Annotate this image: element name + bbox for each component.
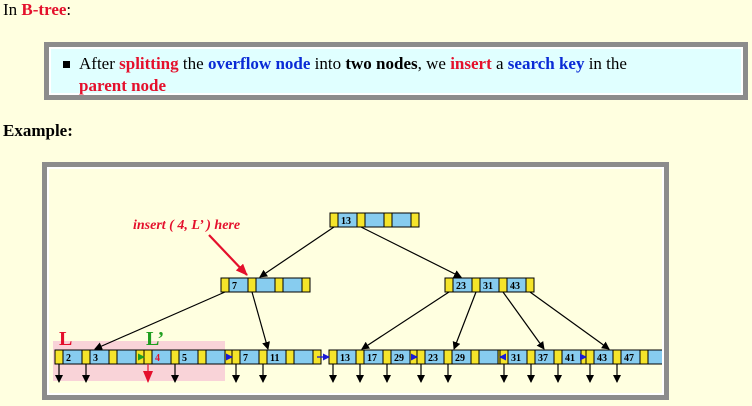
note-content: After splitting the overflow node into t… bbox=[49, 47, 743, 95]
leaf-Lprime-key-0: 4 bbox=[155, 353, 160, 364]
leaf-43-pointer-2 bbox=[639, 349, 649, 365]
leaf-13-pointer-1 bbox=[355, 349, 365, 365]
note-splitting: splitting bbox=[119, 54, 179, 73]
leaf-L-pointer-2 bbox=[108, 349, 118, 365]
leaf-31-key-2: 41 bbox=[565, 353, 575, 364]
leaf-43-pointer-1 bbox=[612, 349, 622, 365]
root-node-pointer-2 bbox=[383, 212, 393, 228]
left-internal-node-pointer-3 bbox=[301, 277, 311, 293]
example-label: Example: bbox=[3, 121, 73, 140]
note-text-1: After bbox=[79, 54, 120, 73]
edge-right-43 bbox=[529, 291, 610, 350]
right-internal-node-pointer-0 bbox=[444, 277, 454, 293]
note-box: After splitting the overflow node into t… bbox=[44, 42, 748, 100]
leaf-13-key-1: 17 bbox=[367, 353, 377, 364]
leaf-L-pointer-1 bbox=[81, 349, 91, 365]
leaf-43-key-1: 47 bbox=[624, 353, 634, 364]
left-internal-node-pointer-2 bbox=[274, 277, 284, 293]
left-internal-node-key-0: 7 bbox=[232, 281, 237, 292]
note-text-11: in the bbox=[584, 54, 627, 73]
root-node-pointer-0 bbox=[329, 212, 339, 228]
note-parent-node: parent node bbox=[79, 76, 167, 95]
right-internal-node-key-1: 31 bbox=[483, 281, 493, 292]
intro-prefix: In bbox=[3, 0, 22, 19]
note-text-5: into bbox=[310, 54, 346, 73]
root-node-pointer-1 bbox=[356, 212, 366, 228]
leaf-7-key-1: 11 bbox=[270, 353, 279, 364]
leaf-L-key-slot-2 bbox=[116, 349, 137, 365]
right-internal-node-pointer-3 bbox=[525, 277, 535, 293]
edge-left-7 bbox=[251, 291, 270, 350]
right-internal-node-pointer-2 bbox=[498, 277, 508, 293]
leaf-43-pointer-0 bbox=[585, 349, 595, 365]
label-L-prime: L’ bbox=[146, 328, 164, 350]
leaf-43-key-0: 43 bbox=[597, 353, 607, 364]
leaf-L-key-1: 3 bbox=[93, 353, 98, 364]
note-overflow-node: overflow node bbox=[207, 54, 311, 73]
leaf-Lprime-pointer-1 bbox=[170, 349, 180, 365]
leaf-Lprime-key-1: 5 bbox=[182, 353, 187, 364]
note-two-nodes: two nodes bbox=[345, 54, 418, 73]
leaf-31-pointer-1 bbox=[526, 349, 536, 365]
edge-root-right bbox=[360, 226, 462, 278]
right-internal-node-pointer-1 bbox=[471, 277, 481, 293]
edge-right-13 bbox=[361, 291, 450, 350]
insert-arrow bbox=[208, 234, 248, 276]
leaf-Lprime-pointer-0 bbox=[143, 349, 153, 365]
leaf-31-key-0: 31 bbox=[511, 353, 521, 364]
leaf-7-pointer-0 bbox=[231, 349, 241, 365]
leaf-13-key-2: 29 bbox=[394, 353, 404, 364]
label-L: L bbox=[59, 328, 72, 350]
intro-line: In B-tree: bbox=[3, 0, 71, 20]
intro-suffix: : bbox=[66, 0, 72, 19]
leaf-7-pointer-1 bbox=[258, 349, 268, 365]
left-internal-node-pointer-0 bbox=[220, 277, 230, 293]
leaf-L-pointer-0 bbox=[54, 349, 64, 365]
edge-left-L bbox=[94, 291, 226, 350]
note-search-key: search key bbox=[507, 54, 585, 73]
intro-term: B-tree bbox=[21, 0, 67, 19]
root-node-pointer-3 bbox=[410, 212, 420, 228]
right-internal-node-key-0: 23 bbox=[456, 281, 466, 292]
note-text-3: the bbox=[178, 54, 208, 73]
leaf-23-pointer-0 bbox=[416, 349, 426, 365]
leaf-23-key-slot-2 bbox=[478, 349, 499, 365]
leaf-43-key-slot-2 bbox=[647, 349, 662, 365]
leaf-Lprime-key-slot-2 bbox=[205, 349, 226, 365]
leaf-23-key-1: 29 bbox=[455, 353, 465, 364]
left-internal-node-pointer-1 bbox=[247, 277, 257, 293]
root-node-key-slot-2 bbox=[391, 212, 412, 228]
note-text-7: , we bbox=[417, 54, 451, 73]
edge-root-left bbox=[259, 226, 335, 278]
leaf-31-pointer-2 bbox=[553, 349, 563, 365]
leaf-13-pointer-0 bbox=[328, 349, 338, 365]
bullet-icon bbox=[63, 61, 70, 68]
leaf-13-pointer-2 bbox=[382, 349, 392, 365]
right-internal-node-key-2: 43 bbox=[510, 281, 520, 292]
leaf-7-key-slot-2 bbox=[293, 349, 314, 365]
leaf-7-key-0: 7 bbox=[243, 353, 248, 364]
leaf-Lprime-pointer-2 bbox=[197, 349, 207, 365]
left-internal-node-key-slot-1 bbox=[255, 277, 276, 293]
root-node-key-slot-1 bbox=[364, 212, 385, 228]
left-internal-node-key-slot-2 bbox=[282, 277, 303, 293]
leaf-13-key-0: 13 bbox=[340, 353, 350, 364]
leaf-L-key-0: 2 bbox=[66, 353, 71, 364]
edge-right-31 bbox=[502, 291, 545, 350]
root-node-key-0: 13 bbox=[341, 216, 351, 227]
leaf-23-pointer-2 bbox=[470, 349, 480, 365]
insert-annotation: insert ( 4, L’ ) here bbox=[133, 218, 240, 233]
note-insert: insert bbox=[450, 54, 492, 73]
leaf-23-pointer-1 bbox=[443, 349, 453, 365]
note-text-9: a bbox=[491, 54, 508, 73]
leaf-23-key-0: 23 bbox=[428, 353, 438, 364]
leaf-7-pointer-2 bbox=[285, 349, 295, 365]
leaf-31-key-1: 37 bbox=[538, 353, 548, 364]
edge-right-23 bbox=[452, 291, 477, 350]
